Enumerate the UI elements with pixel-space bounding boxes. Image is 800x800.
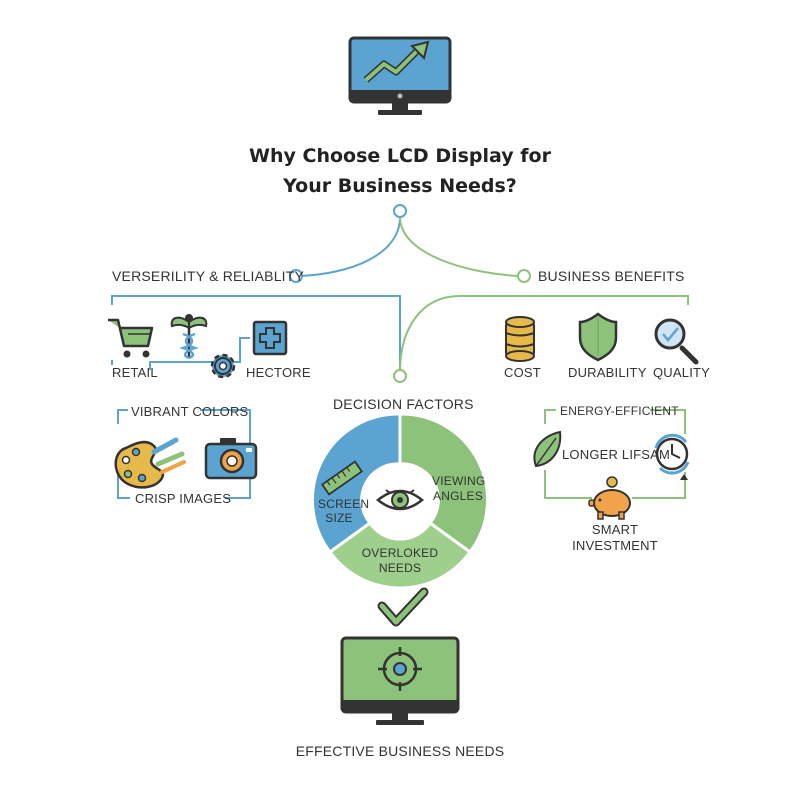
quality-label: QUALITY bbox=[653, 365, 711, 380]
overlooked-needs-line-2: NEEDS bbox=[378, 561, 422, 575]
leaf-icon bbox=[533, 430, 562, 468]
screen-size-line-2: SIZE bbox=[325, 511, 353, 525]
coins-icon bbox=[505, 316, 535, 362]
overlooked-needs-line-1: OVERLOKED bbox=[361, 546, 439, 560]
segment-overlooked-needs bbox=[327, 520, 473, 590]
clock-cycle-icon bbox=[654, 433, 690, 480]
vibrant-colors-label: VIBRANT COLORS bbox=[131, 404, 249, 419]
cost-label: COST bbox=[504, 365, 541, 380]
decision-factors-heading: DECISION FACTORS bbox=[333, 396, 474, 412]
effective-business-needs-label: EFFECTIVE BUSINESS NEEDS bbox=[295, 743, 505, 759]
hectore-label: HECTORE bbox=[246, 365, 311, 380]
segment-viewing-angles bbox=[398, 412, 489, 555]
screen-size-line-1: SCREEN bbox=[318, 497, 370, 511]
monitor-target-icon bbox=[340, 636, 460, 725]
smart-label: SMART bbox=[591, 522, 639, 537]
eye-icon bbox=[376, 489, 424, 511]
caduceus-icon bbox=[170, 314, 208, 360]
camera-icon bbox=[204, 438, 258, 480]
palette-icon bbox=[114, 437, 186, 489]
crisp-images-label: CRISP IMAGES bbox=[135, 491, 232, 506]
monitor-chart-icon bbox=[348, 36, 452, 115]
versatility-heading: VERSERILITY & RELIABLITY bbox=[112, 268, 305, 284]
viewing-angles-line-2: ANGLES bbox=[433, 489, 483, 503]
shield-icon bbox=[578, 312, 618, 362]
longer-lifespan-label: LONGER LIFSAM bbox=[562, 447, 671, 462]
energy-efficient-label: ENERGY-EFFICIENT bbox=[560, 404, 679, 418]
page-title-line-2: Your Business Needs? bbox=[283, 175, 517, 197]
medical-cross-icon bbox=[252, 320, 288, 356]
business-benefits-heading: BUSINESS BENEFITS bbox=[538, 268, 685, 284]
magnifier-check-icon bbox=[654, 318, 699, 365]
ruler-icon bbox=[320, 460, 364, 496]
checkmark-icon bbox=[377, 587, 429, 627]
page-title-line-1: Why Choose LCD Display for bbox=[249, 145, 551, 167]
segment-screen-size bbox=[311, 412, 402, 555]
investment-label: INVESTMENT bbox=[572, 538, 658, 553]
connector-lines bbox=[111, 216, 689, 499]
retail-label: RETAIL bbox=[112, 365, 158, 380]
durability-label: DURABILITY bbox=[568, 365, 647, 380]
piggy-bank-icon bbox=[588, 476, 631, 520]
decision-donut bbox=[311, 412, 489, 590]
shopping-cart-icon bbox=[108, 318, 154, 358]
viewing-angles-line-1: VIEWING bbox=[432, 474, 486, 488]
gear-icon bbox=[210, 353, 236, 379]
connector-nodes bbox=[289, 204, 531, 383]
